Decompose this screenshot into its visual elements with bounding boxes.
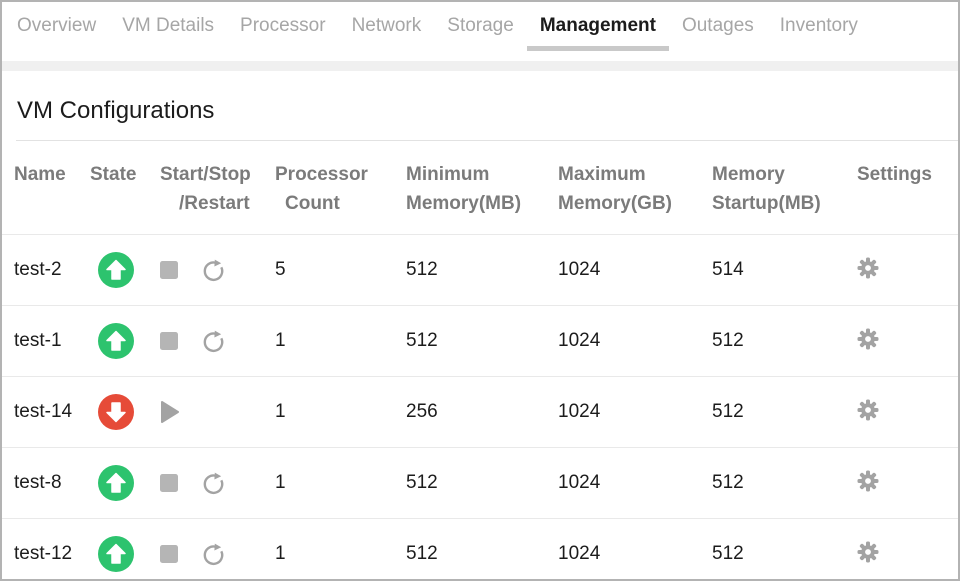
vm-controls xyxy=(160,328,275,354)
page-title: VM Configurations xyxy=(17,96,215,124)
heading-divider xyxy=(16,140,958,141)
tab-network[interactable]: Network xyxy=(351,15,422,36)
stop-square-icon xyxy=(160,332,178,350)
max-memory: 1024 xyxy=(558,472,601,493)
vm-name: test-8 xyxy=(14,472,62,493)
vm-name: test-14 xyxy=(14,401,73,422)
tab-overview[interactable]: Overview xyxy=(17,15,97,36)
play-triangle-icon xyxy=(161,401,179,423)
table-header: Name State Start/Stop /Restart Processor… xyxy=(2,141,958,235)
up-arrow-circle-icon xyxy=(98,536,134,572)
tab-inventory[interactable]: Inventory xyxy=(779,15,858,36)
col-header-state: State xyxy=(90,164,137,185)
gear-icon xyxy=(857,541,879,563)
stop-square-icon xyxy=(160,474,178,492)
vm-settings xyxy=(857,468,958,498)
max-memory: 1024 xyxy=(558,401,601,422)
restart-button[interactable] xyxy=(200,328,225,354)
vm-controls xyxy=(160,257,275,283)
tab-bar: Overview VM Details Processor Network St… xyxy=(2,2,958,61)
tab-vm-details[interactable]: VM Details xyxy=(122,15,215,36)
stop-square-icon xyxy=(160,545,178,563)
tab-processor[interactable]: Processor xyxy=(240,15,326,36)
min-memory: 512 xyxy=(406,472,438,493)
gear-icon xyxy=(857,470,879,492)
memory-startup: 512 xyxy=(712,330,744,351)
table-row: test-14 1 256 1024 512 xyxy=(2,377,958,448)
tab-storage[interactable]: Storage xyxy=(447,15,514,36)
processor-count: 5 xyxy=(275,259,286,280)
tabbar-divider-band xyxy=(2,61,958,71)
min-memory: 512 xyxy=(406,259,438,280)
restart-arrow-icon xyxy=(203,328,224,352)
vm-controls xyxy=(160,401,275,423)
gear-icon xyxy=(857,257,879,279)
stop-button[interactable] xyxy=(160,332,178,350)
processor-count: 1 xyxy=(275,401,286,422)
col-header-processor-count: Processor Count xyxy=(275,164,368,214)
processor-count: 1 xyxy=(275,330,286,351)
settings-button[interactable] xyxy=(857,541,879,563)
start-button[interactable] xyxy=(160,401,180,423)
restart-arrow-icon xyxy=(203,470,224,494)
max-memory: 1024 xyxy=(558,259,601,280)
col-header-start-stop-restart: Start/Stop /Restart xyxy=(160,164,251,214)
restart-arrow-icon xyxy=(203,541,224,565)
vm-settings xyxy=(857,539,958,569)
table-row: test-2 5 512 1024 514 xyxy=(2,235,958,306)
memory-startup: 514 xyxy=(712,259,744,280)
memory-startup: 512 xyxy=(712,543,744,564)
min-memory: 512 xyxy=(406,330,438,351)
vm-state xyxy=(90,394,160,430)
vm-controls xyxy=(160,470,275,496)
restart-button[interactable] xyxy=(200,257,225,283)
max-memory: 1024 xyxy=(558,543,601,564)
restart-button[interactable] xyxy=(200,541,225,567)
processor-count: 1 xyxy=(275,543,286,564)
vm-controls xyxy=(160,541,275,567)
down-arrow-circle-icon xyxy=(98,394,134,430)
vm-state xyxy=(90,252,160,288)
col-header-max-memory: Maximum Memory(GB) xyxy=(558,164,673,214)
restart-button[interactable] xyxy=(200,470,225,496)
settings-button[interactable] xyxy=(857,399,879,421)
vm-settings xyxy=(857,397,958,427)
gear-icon xyxy=(857,328,879,350)
settings-button[interactable] xyxy=(857,470,879,492)
up-arrow-circle-icon xyxy=(98,252,134,288)
vm-settings xyxy=(857,326,958,356)
memory-startup: 512 xyxy=(712,472,744,493)
settings-button[interactable] xyxy=(857,328,879,350)
vm-name: test-12 xyxy=(14,543,73,564)
vm-name: test-1 xyxy=(14,330,62,351)
tab-management[interactable]: Management xyxy=(526,2,670,61)
stop-button[interactable] xyxy=(160,474,178,492)
up-arrow-circle-icon xyxy=(98,323,134,359)
stop-button[interactable] xyxy=(160,261,178,279)
table-row: test-12 1 512 1024 512 xyxy=(2,519,958,579)
table-row: test-1 1 512 1024 512 xyxy=(2,306,958,377)
max-memory: 1024 xyxy=(558,330,601,351)
vm-name: test-2 xyxy=(14,259,62,280)
min-memory: 256 xyxy=(406,401,438,422)
col-header-min-memory: Minimum Memory(MB) xyxy=(406,164,522,214)
restart-arrow-icon xyxy=(203,257,224,281)
col-header-name: Name xyxy=(14,164,66,185)
col-header-memory-startup: Memory Startup(MB) xyxy=(712,164,821,214)
vm-state xyxy=(90,465,160,501)
stop-square-icon xyxy=(160,261,178,279)
up-arrow-circle-icon xyxy=(98,465,134,501)
vm-state xyxy=(90,323,160,359)
col-header-settings: Settings xyxy=(857,164,932,185)
stop-button[interactable] xyxy=(160,545,178,563)
min-memory: 512 xyxy=(406,543,438,564)
gear-icon xyxy=(857,399,879,421)
settings-button[interactable] xyxy=(857,257,879,279)
vm-settings xyxy=(857,255,958,285)
processor-count: 1 xyxy=(275,472,286,493)
vm-state xyxy=(90,536,160,572)
table-row: test-8 1 512 1024 512 xyxy=(2,448,958,519)
tab-outages[interactable]: Outages xyxy=(681,15,754,36)
memory-startup: 512 xyxy=(712,401,744,422)
